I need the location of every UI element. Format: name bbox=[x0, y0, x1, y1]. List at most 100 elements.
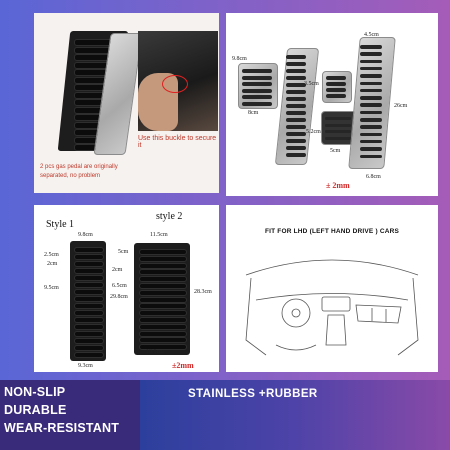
buckle-hint-text: Use this buckle to secure it bbox=[138, 135, 217, 149]
pedal-stripe bbox=[360, 88, 382, 93]
pedal-stripe bbox=[139, 323, 187, 330]
feature-non-slip: NON-SLIP bbox=[4, 385, 66, 399]
photo-panel-install: Use this buckle to secure it 2 pcs gas p… bbox=[34, 13, 219, 193]
pedal-stripe bbox=[286, 90, 306, 94]
separation-caption: 2 pcs gas pedal are originally separated… bbox=[40, 163, 118, 181]
fit-lhd-text: FIT FOR LHD (LEFT HAND DRIVE ) CARS bbox=[264, 228, 400, 235]
dim-s2-c: 6.5cm bbox=[112, 283, 127, 289]
pedal-stripe bbox=[139, 289, 187, 296]
pedal-stripe bbox=[360, 139, 382, 144]
pedal-stripe bbox=[139, 330, 187, 337]
pedal-stripe bbox=[286, 83, 306, 87]
pedal-stripe bbox=[242, 75, 272, 80]
pedal-stripe bbox=[326, 94, 346, 98]
pedal-stripe bbox=[74, 317, 104, 323]
dim-s2-right: 28.3cm bbox=[194, 289, 212, 295]
pedal-stripe bbox=[139, 262, 187, 269]
pedal-stripe bbox=[286, 125, 306, 129]
pedal-stripe bbox=[74, 296, 104, 302]
dim-left-width: 9.8cm bbox=[232, 56, 247, 62]
pedal-stripe bbox=[360, 45, 382, 49]
pedal-stripe bbox=[360, 74, 382, 78]
dim-top-right: 4.5cm bbox=[364, 32, 379, 38]
pedal-stripe bbox=[74, 324, 104, 330]
pedal-stripe bbox=[242, 101, 272, 106]
style-2-label: style 2 bbox=[156, 211, 183, 222]
pedal-stripe bbox=[74, 268, 104, 274]
dim-s1-c: 9.5cm bbox=[44, 285, 59, 291]
pedal-stripe bbox=[139, 310, 187, 317]
car-interior-sketch bbox=[245, 259, 419, 356]
buckle-highlight-ring bbox=[162, 75, 188, 93]
pedal-stripe bbox=[242, 69, 272, 73]
tolerance-label-styles: ±2mm bbox=[172, 361, 194, 370]
caption-line-2: separated, no problem bbox=[40, 173, 101, 179]
pedal-stripe bbox=[360, 132, 382, 137]
pedal-stripe bbox=[139, 317, 187, 323]
pedal-stripe bbox=[139, 276, 187, 283]
dim-s1-bottom: 9.3cm bbox=[78, 363, 93, 369]
pedal-stripe bbox=[74, 345, 104, 351]
pedal-stripe bbox=[74, 310, 104, 316]
pedal-stripe bbox=[360, 52, 382, 56]
pedal-stripe bbox=[360, 96, 382, 100]
tolerance-label: ± 2mm bbox=[326, 181, 350, 190]
dim-s2-a: 5cm bbox=[118, 249, 129, 255]
pedal-stripe bbox=[360, 81, 382, 85]
pedal-stripe bbox=[139, 249, 187, 255]
pedal-stripe bbox=[139, 269, 187, 276]
pedal-stripe bbox=[326, 76, 346, 80]
feature-wear-resistant: WEAR-RESISTANT bbox=[4, 421, 120, 435]
dimension-panel-styles: Style 1 style 2 9.8cm 2.5cm 2cm 9.5cm 9.… bbox=[34, 205, 219, 372]
pedal-stripe bbox=[286, 55, 306, 59]
dim-mid-bottom: 5.2cm bbox=[306, 129, 321, 135]
pedal-stripe bbox=[139, 337, 187, 344]
dim-s2-bottom: 10.5cm bbox=[146, 349, 164, 355]
dim-s1-b: 2cm bbox=[47, 261, 58, 267]
pedal-stripe bbox=[139, 283, 187, 289]
pedal-stripe bbox=[242, 82, 272, 86]
pedal-stripe bbox=[74, 275, 104, 281]
pedal-stripe bbox=[286, 132, 306, 136]
pedal-stripe bbox=[286, 153, 306, 157]
dim-right-height: 26cm bbox=[394, 103, 408, 109]
pedal-stripe bbox=[360, 125, 382, 129]
pedal-stripe bbox=[286, 76, 306, 80]
pedal-stripe bbox=[286, 146, 306, 150]
pedal-stripe bbox=[242, 88, 272, 93]
feature-durable: DURABLE bbox=[4, 403, 67, 417]
dim-mid-top: 3.5cm bbox=[304, 81, 319, 87]
pedal-stripe bbox=[326, 88, 346, 92]
pedal-stripe bbox=[286, 97, 306, 101]
pedal-stripe bbox=[286, 62, 306, 66]
pedal-stripe bbox=[325, 117, 351, 120]
caption-line-1: 2 pcs gas pedal are originally bbox=[40, 164, 118, 170]
dim-s2-d: 29.8cm bbox=[110, 294, 128, 300]
pedal-stripe bbox=[286, 69, 306, 73]
dim-s1-top: 9.8cm bbox=[78, 232, 93, 238]
pedal-stripe bbox=[139, 296, 187, 303]
dim-s2-b: 2cm bbox=[112, 267, 123, 273]
pedal-stripe bbox=[360, 66, 382, 71]
pedal-stripe bbox=[360, 103, 382, 107]
pedal-stripe bbox=[74, 303, 104, 309]
pedal-stripe bbox=[360, 154, 382, 158]
dim-s1-a: 2.5cm bbox=[44, 252, 59, 258]
pedal-stripe bbox=[242, 95, 272, 99]
pedal-stripe bbox=[139, 255, 187, 262]
lhd-fit-panel: FIT FOR LHD (LEFT HAND DRIVE ) CARS bbox=[226, 205, 438, 372]
pedal-stripe bbox=[286, 139, 306, 143]
pedal-stripe bbox=[74, 289, 104, 295]
pedal-stripe bbox=[74, 338, 104, 344]
dim-left-height: 8cm bbox=[248, 110, 259, 116]
dimension-panel-set: 4.5cm 9.8cm 8cm 3.5cm 5.2cm 26cm 5cm 6.8… bbox=[226, 13, 438, 196]
dim-bottom-right: 6.8cm bbox=[366, 174, 381, 180]
style-1-label: Style 1 bbox=[46, 219, 75, 230]
pedal-stripe bbox=[325, 123, 351, 127]
pedal-stripe bbox=[360, 59, 382, 64]
pedal-stripe bbox=[139, 344, 187, 351]
pedal-stripe bbox=[286, 104, 306, 108]
pedal-stripe bbox=[74, 282, 104, 288]
material-text: STAINLESS +RUBBER bbox=[188, 388, 318, 400]
pedal-stripe bbox=[325, 136, 351, 140]
